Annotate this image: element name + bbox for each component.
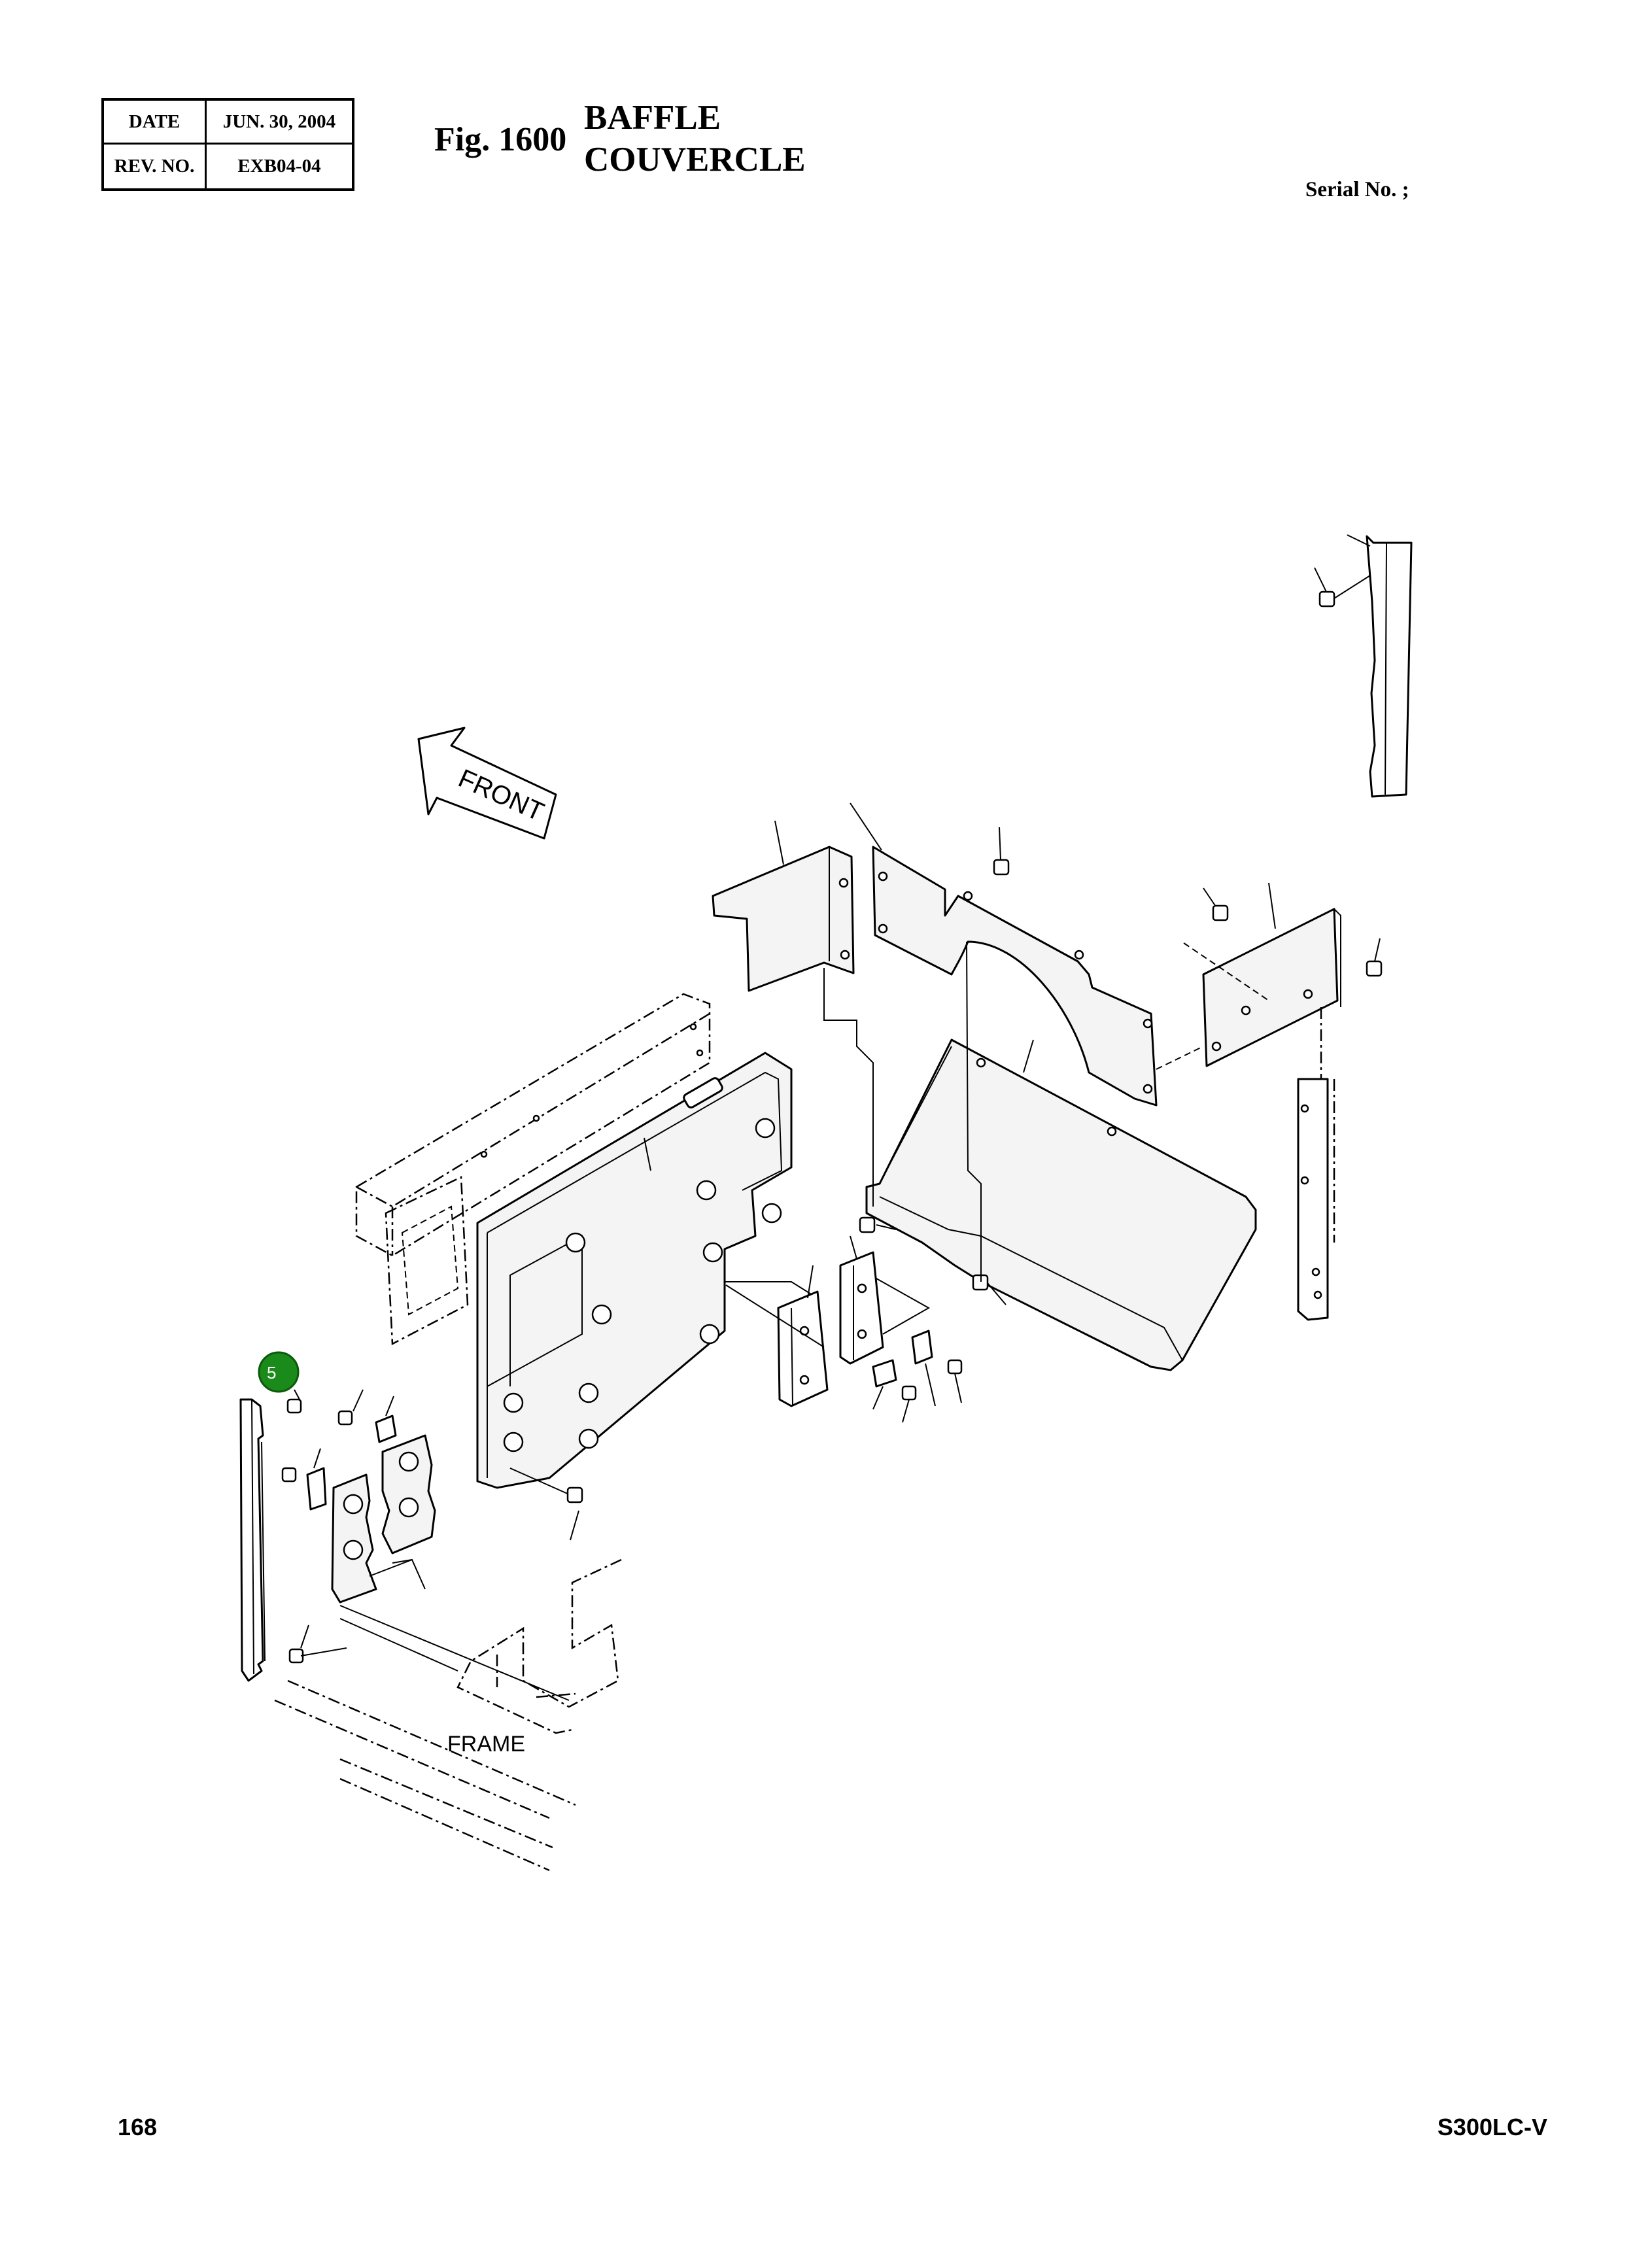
inner-frame-dashed [385, 1176, 469, 1346]
figure-title: BAFFLE COUVERCLE [584, 97, 806, 180]
date-value: JUN. 30, 2004 [207, 101, 352, 145]
callout-5[interactable]: 5 [258, 1351, 300, 1393]
front-arrow: FRONT [417, 727, 557, 840]
sloped-tray [859, 1039, 1257, 1371]
frame-outline-dashed: FRAME [274, 1558, 622, 1872]
vertical-strip-left [239, 1389, 347, 1682]
twin-brackets-center [725, 1235, 931, 1407]
main-panel [476, 1052, 818, 1541]
callout-5-number: 5 [267, 1363, 276, 1382]
clamp-pieces-left [306, 1389, 436, 1604]
upper-bracket-left [712, 820, 855, 992]
frame-member-dashed [355, 993, 711, 1257]
figure-title-en: BAFFLE [584, 99, 721, 137]
right-side-plate [1156, 882, 1383, 1070]
small-clips-center [872, 1330, 963, 1423]
vertical-strip-right [1297, 1007, 1335, 1321]
callout-5-marker[interactable] [258, 1351, 300, 1393]
revision-table: DATE JUN. 30, 2004 REV. NO. EXB04-04 [101, 98, 354, 191]
figure-number: Fig. 1600 [434, 121, 567, 158]
figure-title-fr: COUVERCLE [584, 141, 806, 179]
rev-label: REV. NO. [104, 145, 207, 188]
date-label: DATE [104, 101, 207, 145]
vertical-bracket-right [1314, 534, 1413, 798]
frame-label: FRAME [447, 1732, 525, 1757]
rev-value: EXB04-04 [237, 156, 321, 177]
serial-number-label: Serial No. ; [1305, 178, 1409, 201]
model-number: S300LC-V [1437, 2114, 1547, 2140]
page-number: 168 [118, 2114, 158, 2140]
arched-baffle [850, 802, 1158, 1107]
